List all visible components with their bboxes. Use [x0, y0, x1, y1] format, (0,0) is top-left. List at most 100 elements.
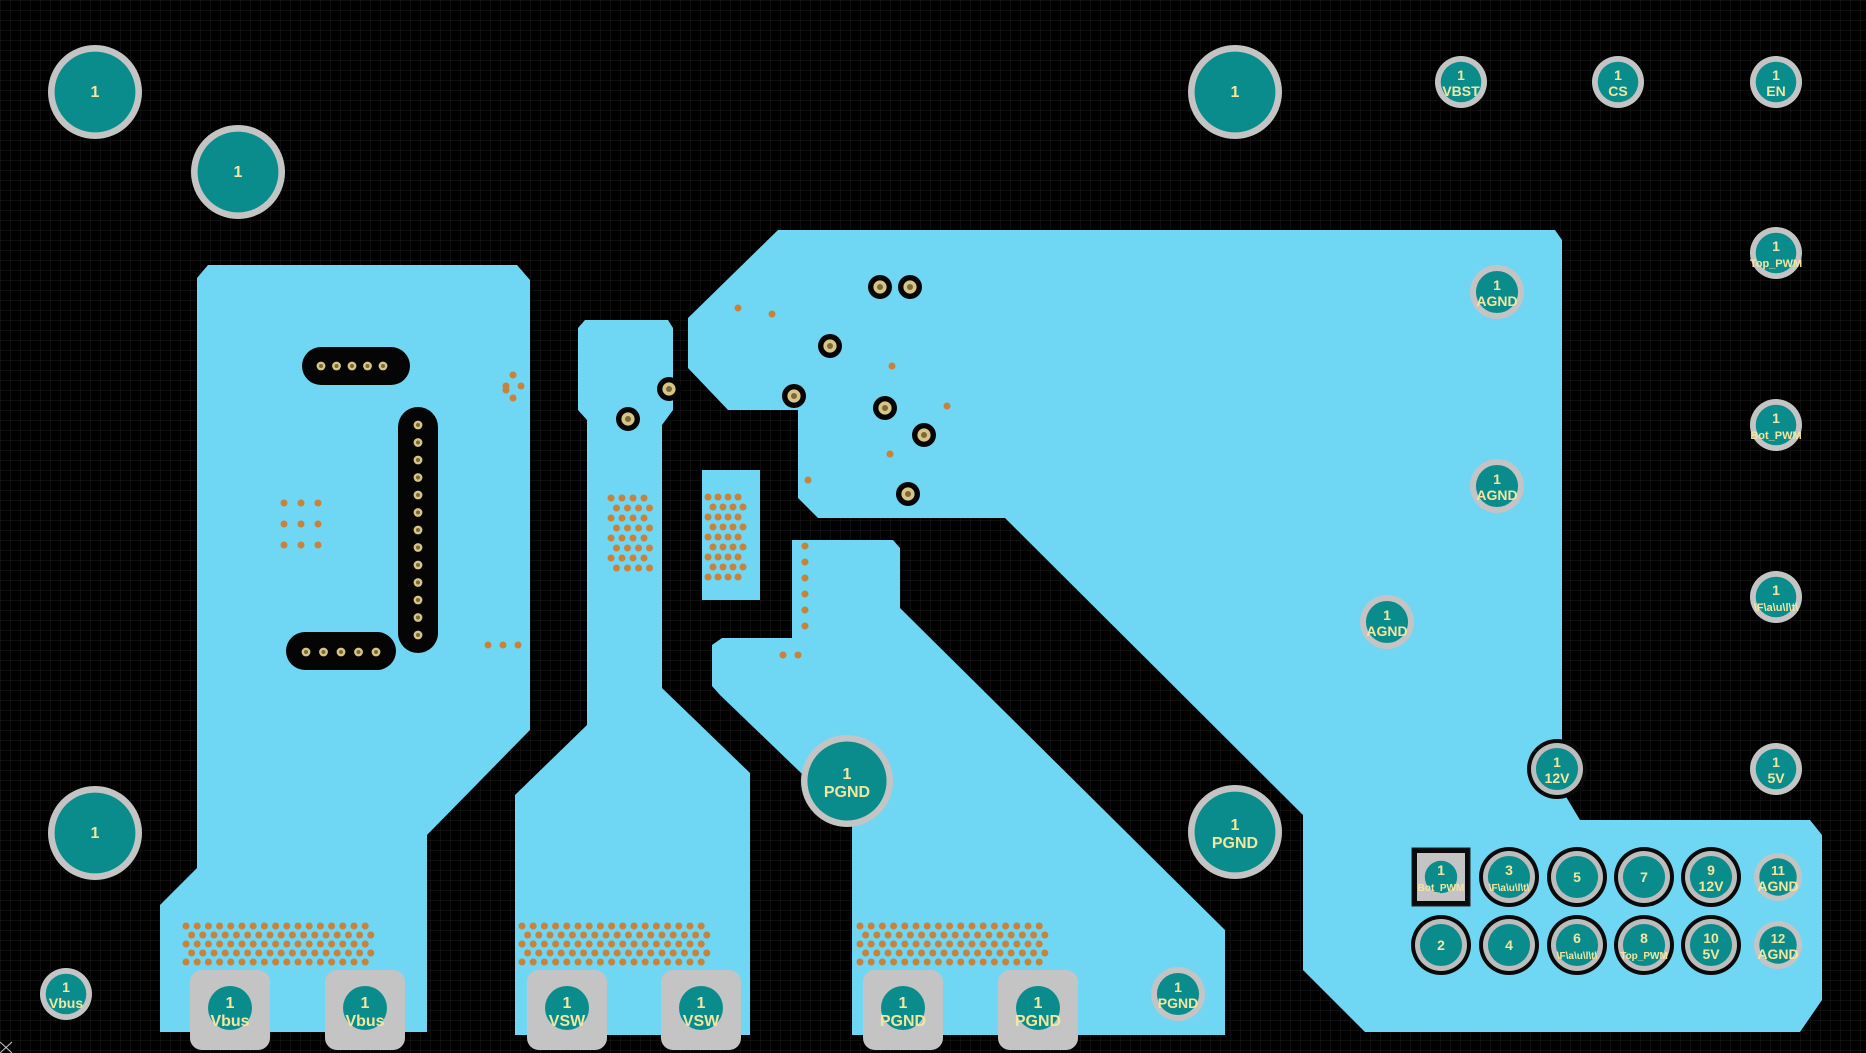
pad-hdr-6[interactable]: 6\F\a\u\l\t\: [1547, 915, 1607, 975]
via[interactable]: [410, 574, 426, 591]
stitch-via: [1013, 958, 1021, 966]
via[interactable]: [298, 644, 314, 660]
stitch-via: [618, 494, 626, 502]
via[interactable]: [818, 334, 842, 358]
pad-net-label: \F\a\u\l\t\: [1754, 602, 1799, 614]
via[interactable]: [410, 434, 426, 451]
pad-number: 1: [234, 164, 243, 181]
via[interactable]: [410, 417, 426, 433]
origin-marker: [0, 1041, 13, 1053]
pad-hdr-2[interactable]: 2: [1411, 915, 1471, 975]
via[interactable]: [410, 469, 426, 486]
via[interactable]: [359, 358, 376, 374]
via[interactable]: [328, 358, 345, 374]
via[interactable]: [375, 358, 391, 374]
stitch-via: [529, 958, 537, 966]
pad-net-label: PGND: [824, 784, 870, 801]
via[interactable]: [344, 358, 360, 374]
via[interactable]: [616, 407, 640, 431]
via[interactable]: [657, 377, 681, 401]
pad-number: 6: [1573, 930, 1581, 946]
via[interactable]: [410, 487, 426, 503]
pad-tp-cs[interactable]: 1CS: [1592, 56, 1644, 108]
via[interactable]: [410, 539, 426, 556]
stitch-via: [990, 958, 998, 966]
via[interactable]: [368, 644, 384, 660]
stitch-via: [182, 958, 190, 966]
via[interactable]: [410, 609, 426, 626]
stitch-via: [779, 651, 787, 659]
stitch-via: [990, 922, 998, 930]
stitch-via: [540, 922, 548, 930]
copper-pour-pgnd[interactable]: [712, 540, 1225, 1035]
pad-drill: [1419, 923, 1463, 967]
pad-mh-2[interactable]: 1: [191, 125, 285, 219]
via[interactable]: [410, 557, 426, 573]
stitch-via: [277, 931, 285, 939]
pad-hdr-5[interactable]: 5: [1547, 847, 1607, 907]
copper-pour-agnd[interactable]: [688, 230, 1822, 1032]
via[interactable]: [313, 358, 329, 374]
via[interactable]: [873, 396, 897, 420]
pad-net-label: 5V: [1767, 770, 1785, 786]
pad-mh-1[interactable]: 1: [48, 45, 142, 139]
pad-drill: [1597, 61, 1639, 103]
stitch-via: [1007, 949, 1015, 957]
copper-pour-vsw-column[interactable]: [515, 320, 750, 1035]
via[interactable]: [898, 275, 922, 299]
via[interactable]: [410, 592, 426, 608]
via[interactable]: [410, 452, 426, 468]
stitch-via: [297, 520, 305, 528]
via[interactable]: [912, 423, 936, 447]
via[interactable]: [350, 644, 367, 660]
stitch-via: [629, 514, 637, 522]
via[interactable]: [315, 644, 332, 660]
via[interactable]: [896, 482, 920, 506]
stitch-via: [182, 940, 190, 948]
pad-tp-5v[interactable]: 15V: [1750, 743, 1802, 795]
via[interactable]: [410, 522, 426, 538]
via[interactable]: [868, 275, 892, 299]
stitch-via: [890, 940, 898, 948]
via[interactable]: [333, 644, 349, 660]
stitch-via: [210, 949, 218, 957]
pad-mh-4[interactable]: 1: [48, 786, 142, 880]
pad-drill: [208, 986, 252, 1030]
pad-drill: [1487, 923, 1531, 967]
pad-mh-3[interactable]: 1: [1188, 45, 1282, 139]
pad-tp-en[interactable]: 1EN: [1750, 56, 1802, 108]
stitch-via: [923, 940, 931, 948]
via[interactable]: [410, 504, 426, 521]
via[interactable]: [782, 384, 806, 408]
pad-hdr-4[interactable]: 4: [1479, 915, 1539, 975]
pad-hdr-7[interactable]: 7: [1614, 847, 1674, 907]
pad-tp-fault[interactable]: 1\F\a\u\l\t\: [1750, 571, 1802, 623]
via[interactable]: [410, 627, 426, 643]
pad-number: 1: [563, 995, 572, 1012]
pad-hdr-3[interactable]: 3\F\a\u\l\t\: [1479, 847, 1539, 907]
